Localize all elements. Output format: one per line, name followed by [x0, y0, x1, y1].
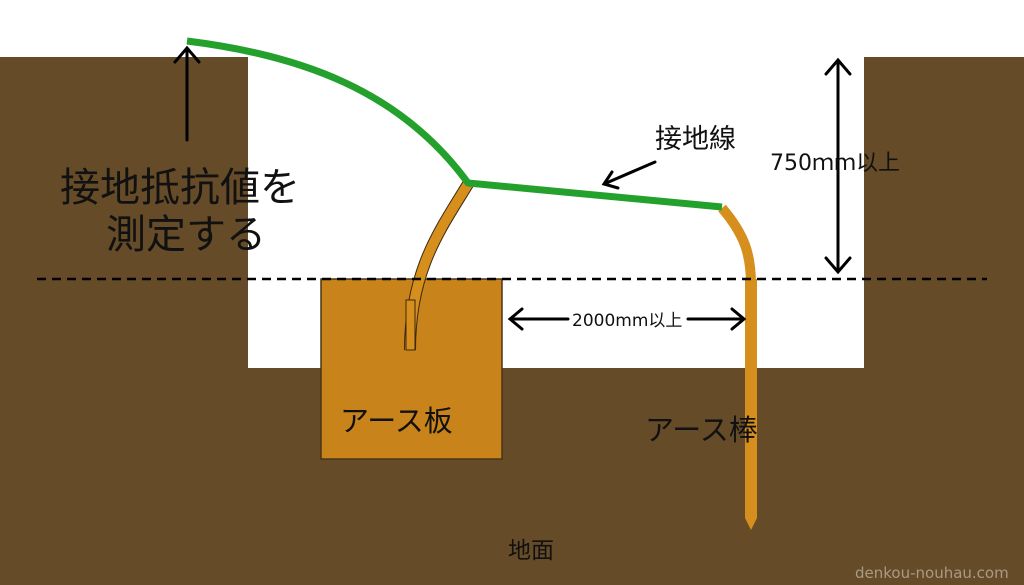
rod-label: アース棒 [645, 413, 758, 447]
ground-label: 地面 [508, 538, 554, 564]
earth-rod [745, 279, 757, 530]
measure-arrow-icon [173, 45, 201, 142]
ground-wire [186, 37, 723, 211]
wire-pointer-arrow-icon [601, 160, 657, 190]
distance-arrow-icon [507, 307, 747, 331]
depth-arrow-icon [824, 57, 852, 275]
watermark: denkou-nouhau.com [855, 564, 1009, 582]
measure-label-line2: 測定する [106, 212, 266, 258]
distance-label: 2000mm以上 [572, 311, 682, 331]
plate-lead-end [405, 299, 416, 351]
measure-label-line1: 接地抵抗値を [60, 165, 300, 211]
plate-label: アース板 [340, 404, 453, 438]
rod-lead-wire [718, 204, 756, 286]
depth-label: 750ｍｍ以上 [770, 151, 900, 176]
ground-wire-label: 接地線 [655, 124, 736, 155]
